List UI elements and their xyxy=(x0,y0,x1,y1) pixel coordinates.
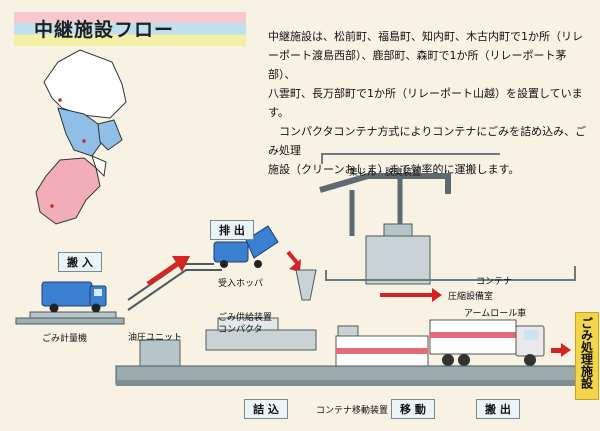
page-title: 中継施設フロー xyxy=(34,19,175,41)
label-press-room: 圧縮設備室 xyxy=(448,292,494,302)
label-container-mover: コンテナ移動装置 xyxy=(316,406,389,416)
label-hydraulic-unit: 油圧ユニット xyxy=(128,333,183,343)
dust-collector-building xyxy=(319,153,576,285)
label-supply-device: ごみ供給装置 xyxy=(218,313,273,323)
region-map xyxy=(35,49,127,225)
stage-move: 移 動 xyxy=(391,399,435,419)
label-dust-deodor: 集じん・脱臭装置 xyxy=(349,168,422,178)
description-line: 施設（クリーンおしま）まで効率的に運搬します。 xyxy=(268,163,520,176)
side-destination-label: ごみ処理施設 xyxy=(575,312,599,400)
description-line: 中継施設は、松前町、福島町、知内町、木古内町で1か所（リレ xyxy=(268,30,583,43)
label-compactor: コンパクタ xyxy=(218,325,263,335)
description-text: 中継施設は、松前町、福島町、知内町、木古内町で1か所（リレ ーポート渡島西部）、… xyxy=(268,27,588,179)
description-line: コンパクタコンテナ方式によりコンテナにごみを詰め込み、ごみ処理 xyxy=(268,125,587,157)
description-line: ーポート渡島西部）、鹿部町、森町で1か所（リレーポート茅部）、 xyxy=(268,49,567,81)
label-hopper: 受入ホッパ xyxy=(218,279,264,289)
label-arm-roll-truck: アームロール車 xyxy=(464,309,527,319)
stage-discharge: 排 出 xyxy=(210,220,254,240)
label-scale: ごみ計量機 xyxy=(42,334,88,344)
stage-carry-out: 搬 出 xyxy=(476,399,520,419)
tipping-truck-icon xyxy=(213,225,279,268)
side-label-text: ごみ処理施設 xyxy=(579,317,594,389)
label-container: コンテナ xyxy=(476,277,513,287)
stage-pack: 詰 込 xyxy=(244,399,288,419)
arm-roll-truck-icon xyxy=(429,319,545,366)
stage-carry-in: 搬 入 xyxy=(58,252,102,272)
description-line: 八雲町、長万部町で1か所（リレーポート山越）を設置しています。 xyxy=(268,87,583,119)
garbage-truck-icon xyxy=(41,281,107,313)
container-units xyxy=(335,325,429,373)
title-banner xyxy=(14,12,246,46)
